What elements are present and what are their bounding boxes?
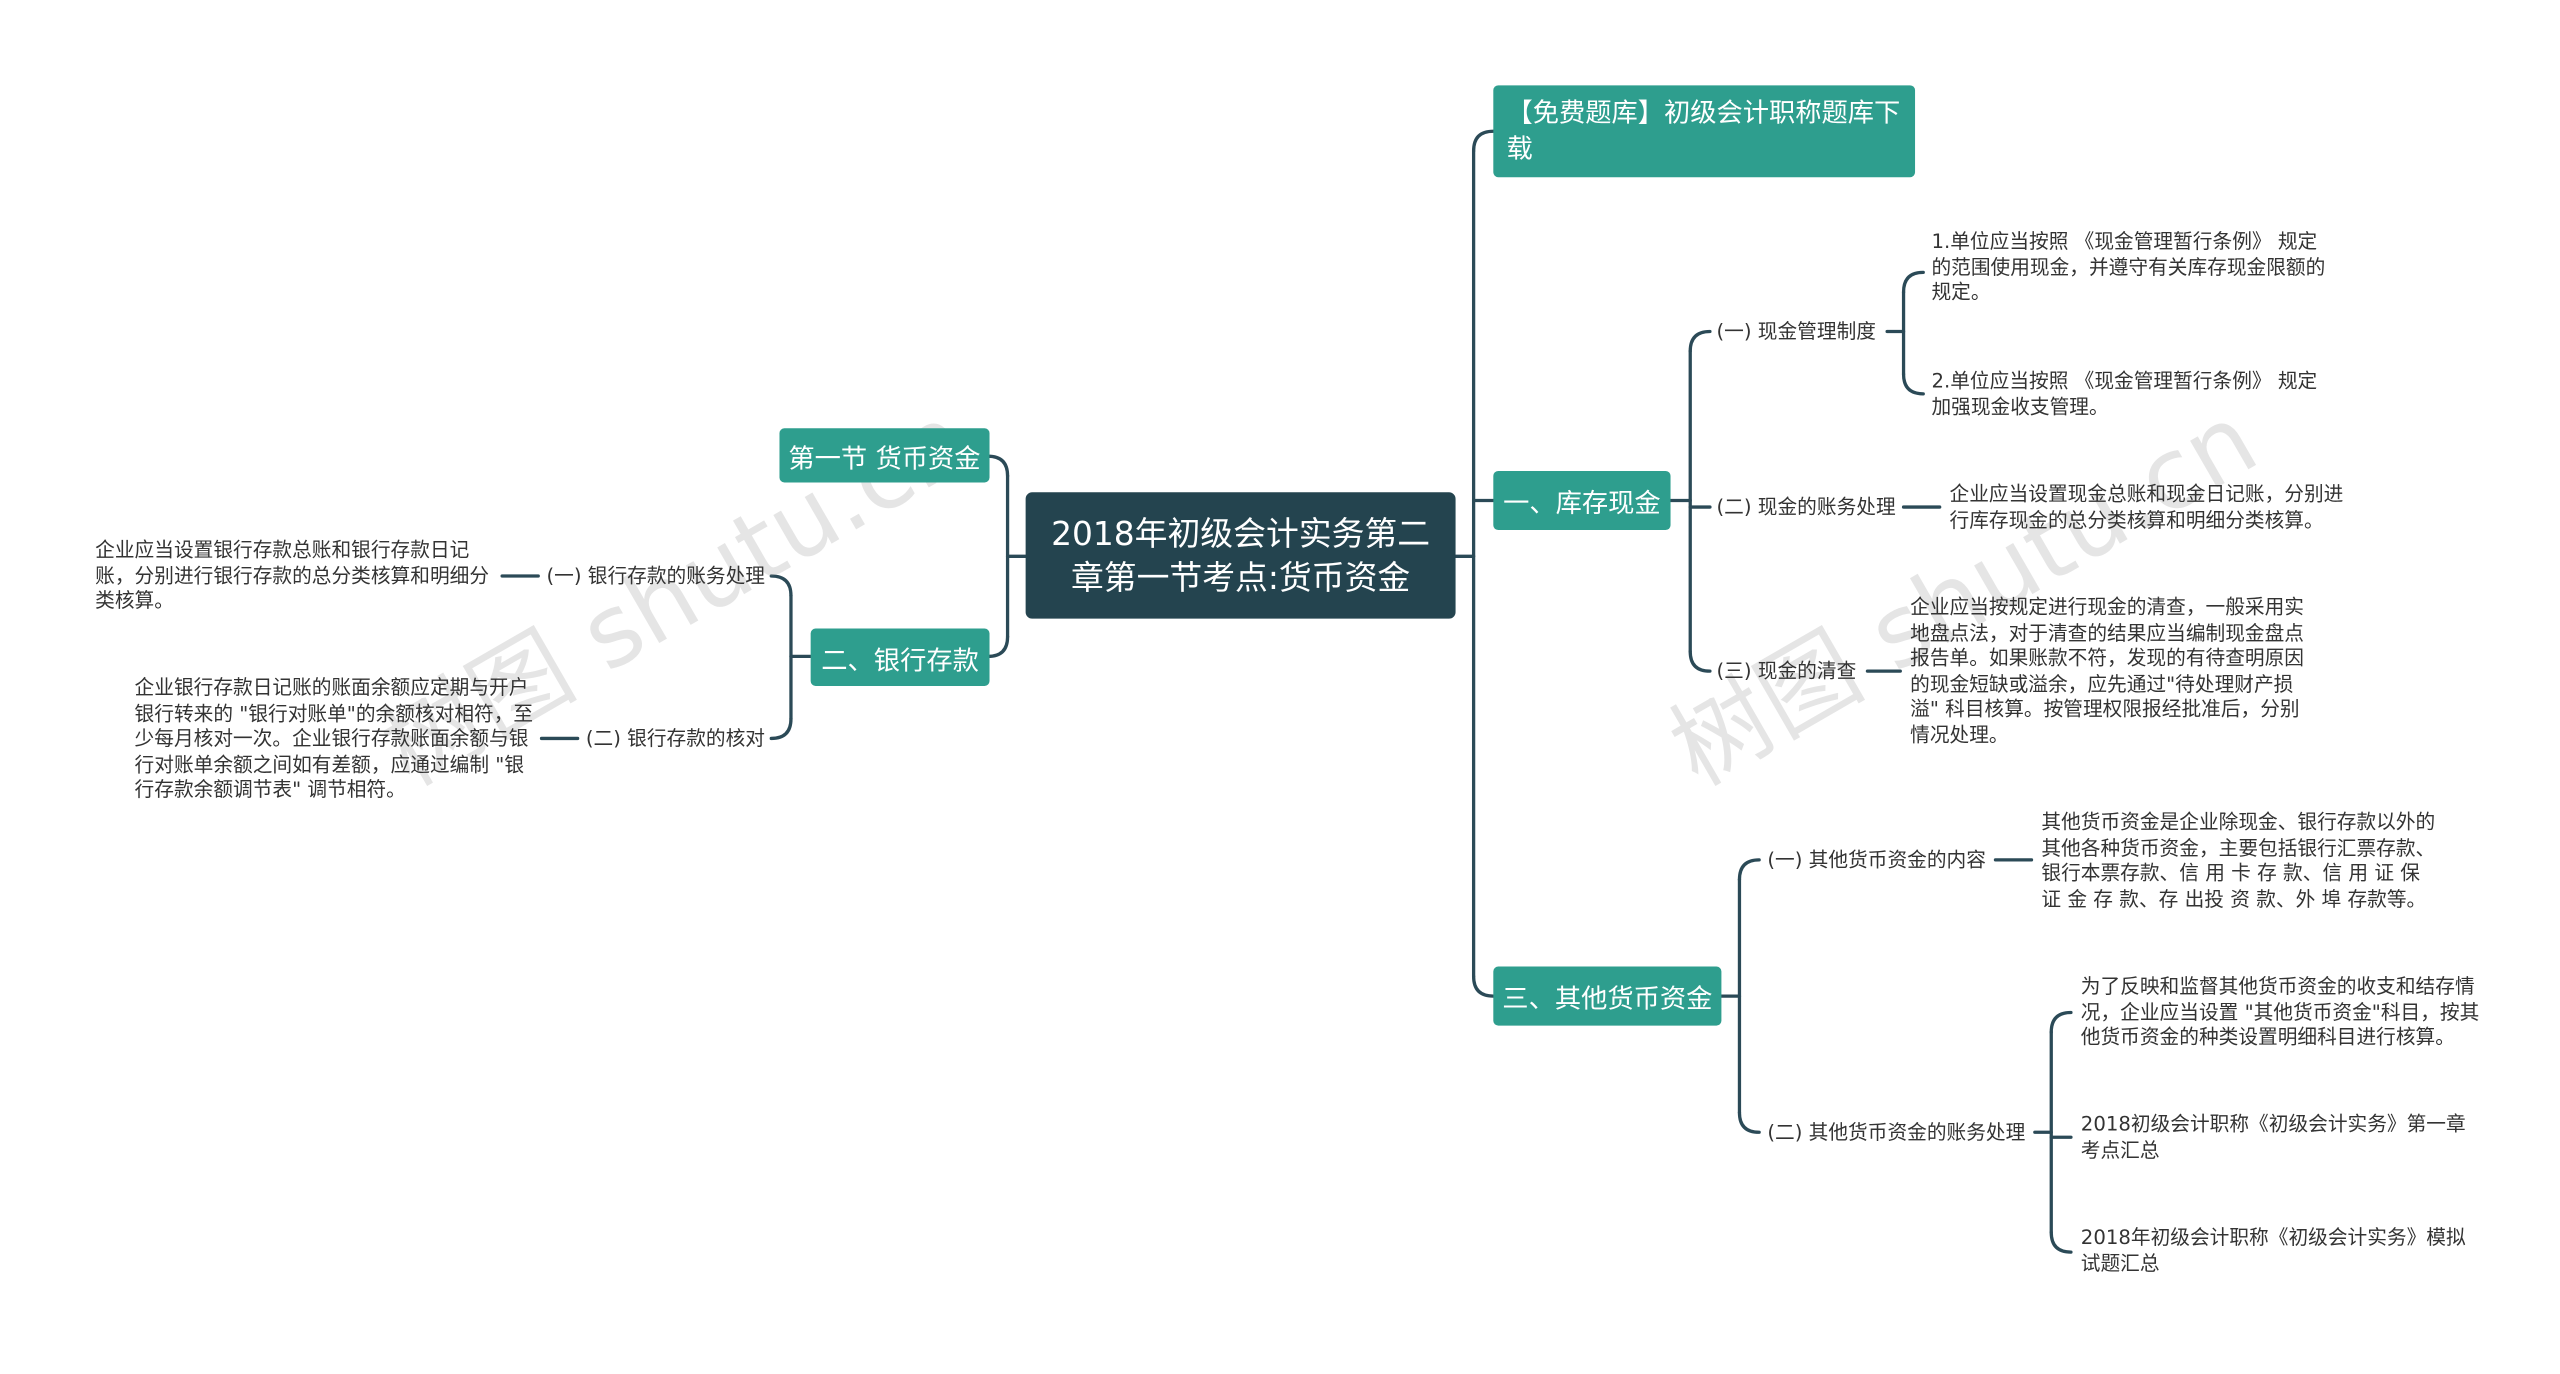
topic-free-question-bank[interactable]: 【免费题库】初级会计职称题库下载 <box>1493 85 1916 178</box>
connector <box>1737 1110 1761 1134</box>
root-topic[interactable]: 2018年初级会计实务第二章第一节考点:货币资金 <box>1025 492 1456 619</box>
connector <box>1737 858 1761 882</box>
topic-bank-deposit[interactable]: 二、银行存款 <box>810 628 990 686</box>
connector <box>1471 129 1495 153</box>
leaf-mock-exam-link[interactable]: 2018年初级会计职称《初级会计实务》模拟试题汇总 <box>2080 1225 2466 1275</box>
leaf-cash-rule-2: 2.单位应当按照 《现金管理暂行条例》 规定加强现金收支管理。 <box>1931 369 2318 418</box>
subtopic-cash-count[interactable]: (三) 现金的清查 <box>1716 659 1857 683</box>
subtopic-bank-reconciliation[interactable]: (二) 银行存款的核对 <box>585 726 766 750</box>
connector <box>769 717 793 741</box>
connector <box>769 574 793 598</box>
leaf-bank-accounting: 企业应当设置银行存款总账和银行存款日记账，分别进行银行存款的总分类核算和明细分类… <box>95 538 490 613</box>
connector <box>2049 1010 2073 1034</box>
leaf-cash-accounting: 企业应当设置现金总账和现金日记账，分别进行库存现金的总分类核算和明细分类核算。 <box>1949 482 2344 531</box>
connector <box>1471 974 1495 998</box>
topic-cash-on-hand[interactable]: 一、库存现金 <box>1493 470 1671 531</box>
leaf-other-funds-accounting: 为了反映和监督其他货币资金的收支和结存情况，企业应当设置 "其他货币资金"科目，… <box>2080 974 2480 1049</box>
leaf-chapter-summary-link[interactable]: 2018初级会计职称《初级会计实务》第一章考点汇总 <box>2080 1112 2466 1162</box>
connector <box>2049 1230 2073 1254</box>
connector <box>1688 329 1712 353</box>
connector <box>1901 372 1925 396</box>
leaf-other-funds-content: 其他货币资金是企业除现金、银行存款以外的其他各种货币资金，主要包括银行汇票存款、… <box>2041 810 2436 910</box>
topic-other-monetary-funds[interactable]: 三、其他货币资金 <box>1493 966 1722 1026</box>
subtopic-bank-accounting[interactable]: (一) 银行存款的账务处理 <box>546 564 766 588</box>
topic-section-currency[interactable]: 第一节 货币资金 <box>779 428 990 483</box>
connector <box>986 635 1010 659</box>
subtopic-cash-accounting[interactable]: (二) 现金的账务处理 <box>1716 495 1896 519</box>
subtopic-other-funds-content[interactable]: (一) 其他货币资金的内容 <box>1767 848 1986 872</box>
connector <box>1688 649 1712 673</box>
leaf-bank-reconciliation: 企业银行存款日记账的账面余额应定期与开户银行转来的 "银行对账单"的余额核对相符… <box>134 676 534 801</box>
leaf-cash-rule-1: 1.单位应当按照 《现金管理暂行条例》 规定的范围使用现金，并遵守有关库存现金限… <box>1931 229 2326 304</box>
subtopic-cash-management[interactable]: (一) 现金管理制度 <box>1716 319 1876 343</box>
connector <box>1901 270 1925 294</box>
subtopic-other-funds-accounting[interactable]: (二) 其他货币资金的账务处理 <box>1767 1120 2026 1144</box>
connector <box>986 454 1010 478</box>
leaf-cash-count: 企业应当按规定进行现金的清查，一般采用实地盘点法，对于清查的结果应当编制现金盘点… <box>1910 595 2304 746</box>
